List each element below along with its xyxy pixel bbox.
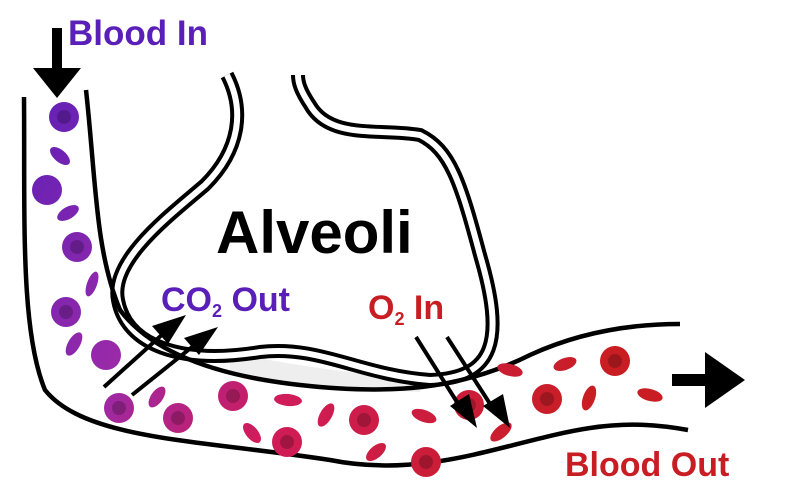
blood-in-arrow [33,28,81,98]
blood-cell [49,102,79,132]
co2-subscript: 2 [212,301,222,321]
blood-cell [62,232,92,262]
red-blood-cells [32,102,663,477]
blood-cell [148,386,166,408]
blood-cell [272,427,302,457]
blood-cell [349,405,379,435]
blood-cell [317,403,335,427]
blood-cell [600,346,630,376]
blood-cell [243,423,261,443]
blood-cell [51,297,81,327]
blood-cell [57,205,79,221]
co2-formula: CO [161,281,212,319]
o2-formula: O [368,289,394,327]
blood-cell [553,357,577,371]
blood-in-label: Blood In [68,14,208,53]
blood-cell [65,332,83,356]
alveolus-inner-wall [114,73,496,384]
capillary [21,89,689,468]
blood-out-label: Blood Out [565,446,729,484]
co2-out-word: Out [222,281,290,319]
o2-in-arrows [414,335,510,428]
blood-cell [532,384,562,414]
alveolus [110,71,500,392]
blood-cell [32,175,62,205]
o2-in-word: In [404,289,444,327]
o2-in-label: O2 In [368,289,444,329]
co2-out-label: CO2 Out [161,281,290,321]
blood-cell [218,381,248,411]
blood-cell [274,393,302,407]
capillary-inner-wall [83,89,681,392]
alveoli-label: Alveoli [216,199,413,266]
blood-cell [411,408,437,424]
blood-cell [637,388,663,402]
blood-cell [85,271,99,297]
o2-subscript: 2 [394,309,404,329]
blood-cell [581,385,597,411]
blood-cell [91,340,121,370]
blood-cell [366,443,386,461]
blood-cell [163,403,193,433]
blood-out-arrow [672,352,745,408]
alveolus-membrane-fill [230,352,420,392]
blood-cell [104,393,134,423]
blood-cell [497,363,523,377]
blood-cell [50,147,70,165]
capillary-outer-wall [21,96,689,468]
blood-cell [490,422,512,442]
co2-out-arrows [102,315,218,397]
blood-cell [411,447,441,477]
